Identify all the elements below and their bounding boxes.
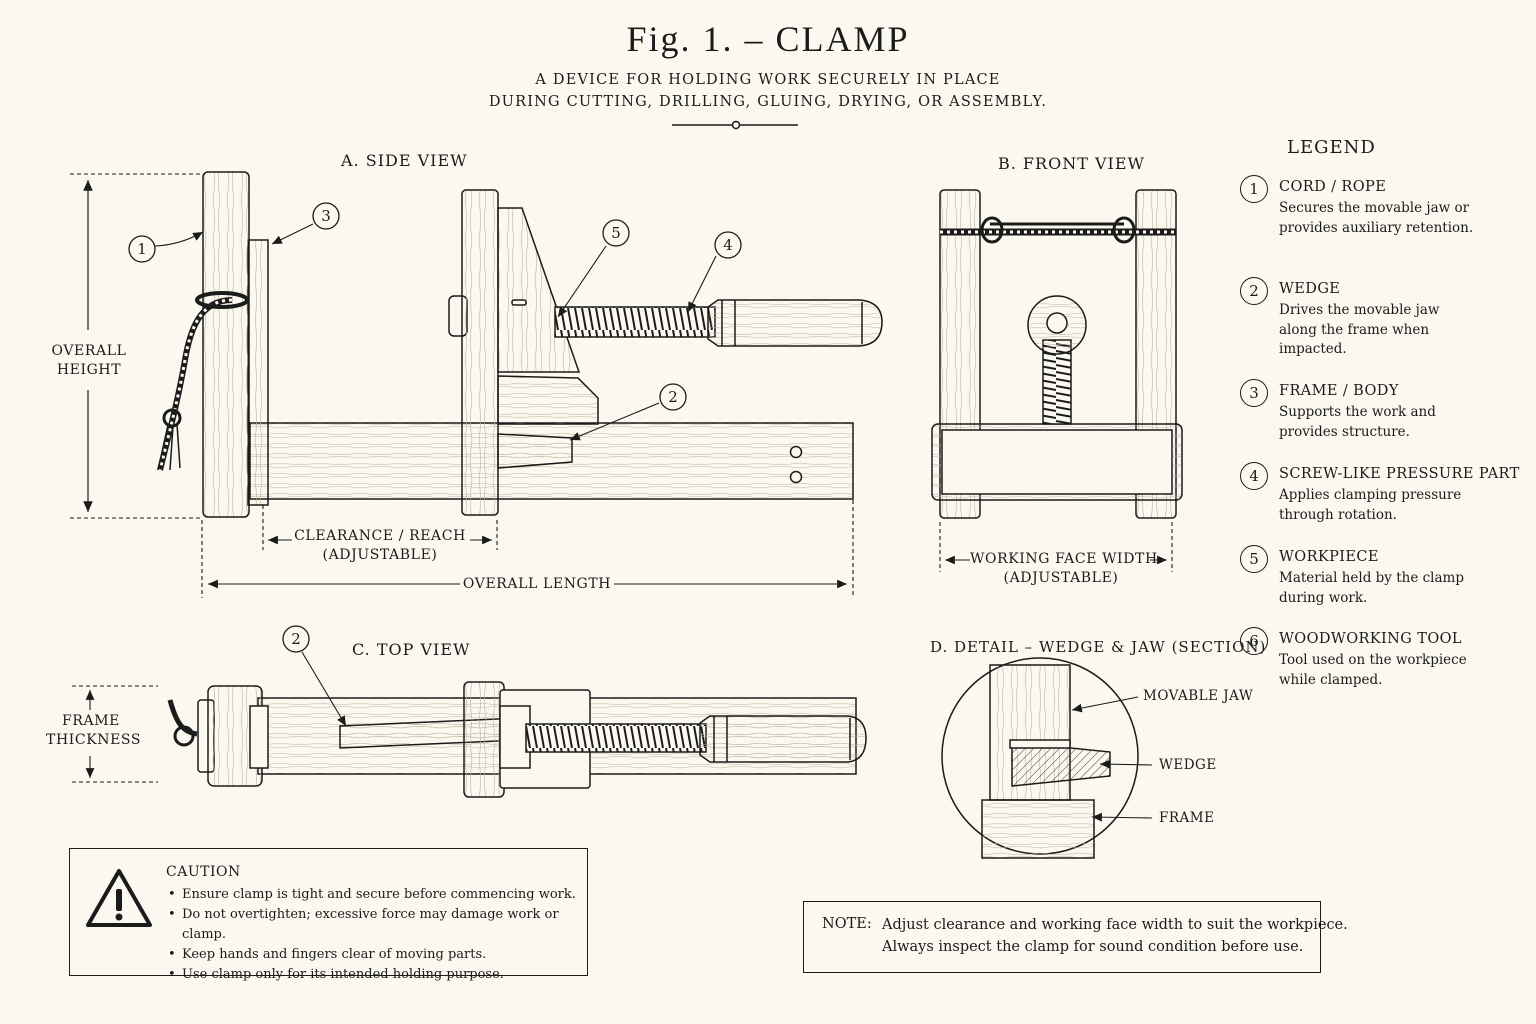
callout-circles (128, 202, 742, 653)
callout-2-side (659, 383, 687, 411)
overall-length-dimension (201, 500, 854, 598)
side-view-title: A. SIDE VIEW (341, 151, 468, 170)
callout-number-2: 2 (668, 388, 678, 406)
detail-wedge (1011, 741, 1111, 787)
callout-5-side (602, 219, 630, 247)
note-line-1: Adjust clearance and working face width … (882, 917, 1348, 933)
overall-height-dimension (70, 173, 200, 519)
legend-desc-4: Applies clamping pressure through rotati… (1279, 487, 1462, 523)
detail-label-movable-jaw: MOVABLE JAW (1143, 688, 1254, 704)
jaw-bracket (497, 207, 581, 373)
handle-side (707, 299, 883, 347)
callout-number-1: 1 (137, 240, 147, 258)
overall-length-label: OVERALL LENGTH (462, 576, 612, 592)
legend-number-4: 4 (1240, 462, 1268, 490)
legend-desc-5: Material held by the clamp during work. (1279, 570, 1464, 606)
wedge-block-side (497, 375, 599, 425)
note-box: NOTE: Adjust clearance and working face … (803, 901, 1348, 973)
figure-title: Fig. 1. – CLAMP (626, 19, 910, 59)
top-handle (699, 715, 867, 763)
legend-number-6: 6 (1240, 627, 1268, 655)
legend-name-1: CORD / ROPE (1279, 179, 1387, 195)
legend-name-2: WEDGE (1279, 281, 1341, 297)
caution-item-4: Use clamp only for its intended holding … (168, 965, 587, 985)
legend-name-6: WOODWORKING TOOL (1279, 631, 1462, 647)
callout-number-2-top: 2 (291, 630, 301, 648)
legend-desc-3: Supports the work and provides structure… (1279, 404, 1436, 440)
callout-numbers: 1 3 5 4 2 2 (137, 207, 733, 648)
movable-jaw-side (461, 189, 499, 516)
frame-thickness-label-line-2: THICKNESS (46, 732, 142, 748)
top-movable-jaw (463, 681, 505, 798)
detail-drawing (941, 657, 1139, 859)
detail-view-title: D. DETAIL – WEDGE & JAW (SECTION) (930, 638, 1267, 656)
legend-desc-2: Drives the movable jaw along the frame w… (1279, 302, 1440, 357)
frame-thickness-label: FRAME THICKNESS (46, 712, 142, 750)
overall-height-label: OVERALL HEIGHT (44, 342, 134, 380)
callout-4-side (714, 231, 742, 259)
legend-name-5: WORKPIECE (1279, 549, 1379, 565)
legend-number-1: 1 (1240, 175, 1268, 203)
clearance-label-line-2: (ADJUSTABLE) (322, 547, 438, 563)
callout-number-3: 3 (321, 207, 331, 225)
clearance-dimension (262, 505, 498, 550)
working-face-label-line-1: WORKING FACE WIDTH (970, 551, 1158, 567)
warning-icon (86, 869, 152, 927)
callout-3-side (312, 202, 340, 230)
title-ornament (672, 120, 798, 130)
callouts-top (301, 651, 347, 727)
caution-item-3: Keep hands and fingers clear of moving p… (168, 945, 587, 965)
legend-number-3: 3 (1240, 379, 1268, 407)
callout-number-5: 5 (611, 224, 621, 242)
side-view-drawing (157, 171, 883, 518)
caution-title: CAUTION (166, 864, 241, 880)
callout-1-side (128, 235, 156, 263)
caution-item-1: Ensure clamp is tight and secure before … (168, 885, 587, 905)
top-view-title: C. TOP VIEW (352, 640, 471, 659)
front-view-title: B. FRONT VIEW (998, 154, 1145, 173)
callouts-side (154, 223, 717, 441)
top-view-drawing (167, 681, 867, 798)
detail-label-wedge: WEDGE (1159, 757, 1217, 773)
detail-label-frame: FRAME (1159, 810, 1215, 826)
front-view-drawing (931, 189, 1183, 519)
caution-list: Ensure clamp is tight and secure before … (166, 885, 587, 985)
screw-side (554, 306, 716, 338)
working-face-dimension (939, 522, 1173, 572)
top-screw (525, 723, 707, 753)
caution-box: CAUTION Ensure clamp is tight and secure… (69, 848, 588, 985)
fixed-jaw-side (202, 171, 250, 518)
legend-name-3: FRAME / BODY (1279, 383, 1399, 399)
legend-desc-6: Tool used on the workpiece while clamped… (1279, 652, 1467, 688)
legend-name-4: SCREW-LIKE PRESSURE PART (1279, 466, 1520, 482)
overall-height-label-line-2: HEIGHT (56, 362, 122, 378)
note-line-2: Always inspect the clamp for sound condi… (882, 939, 1304, 955)
caution-item-2: Do not overtighten; excessive force may … (168, 905, 587, 945)
top-rope (167, 699, 198, 737)
legend-number-5: 5 (1240, 545, 1268, 573)
note-label: NOTE: (822, 916, 872, 932)
frame-thickness-label-line-1: FRAME (62, 713, 120, 729)
wedge-side (497, 433, 573, 469)
clearance-label-line-1: CLEARANCE / REACH (294, 528, 466, 544)
callout-2-top (282, 625, 310, 653)
callouts-detail (1071, 696, 1153, 822)
legend-number-2: 2 (1240, 277, 1268, 305)
legend-heading: LEGEND (1287, 137, 1376, 158)
working-face-label-line-2: (ADJUSTABLE) (1003, 570, 1119, 586)
frame-thickness-dimension (72, 685, 158, 783)
fixed-jaw-back (247, 239, 269, 506)
figure-subtitle-line-1: A DEVICE FOR HOLDING WORK SECURELY IN PL… (535, 72, 1001, 88)
clearance-label: CLEARANCE / REACH (ADJUSTABLE) (290, 527, 470, 565)
working-face-label: WORKING FACE WIDTH (ADJUSTABLE) (970, 550, 1158, 588)
legend-desc-1: Secures the movable jaw or provides auxi… (1279, 200, 1474, 236)
overall-height-label-line-1: OVERALL (51, 343, 127, 359)
figure-subtitle-line-2: DURING CUTTING, DRILLING, GLUING, DRYING… (488, 94, 1048, 110)
callout-number-4: 4 (723, 236, 733, 254)
